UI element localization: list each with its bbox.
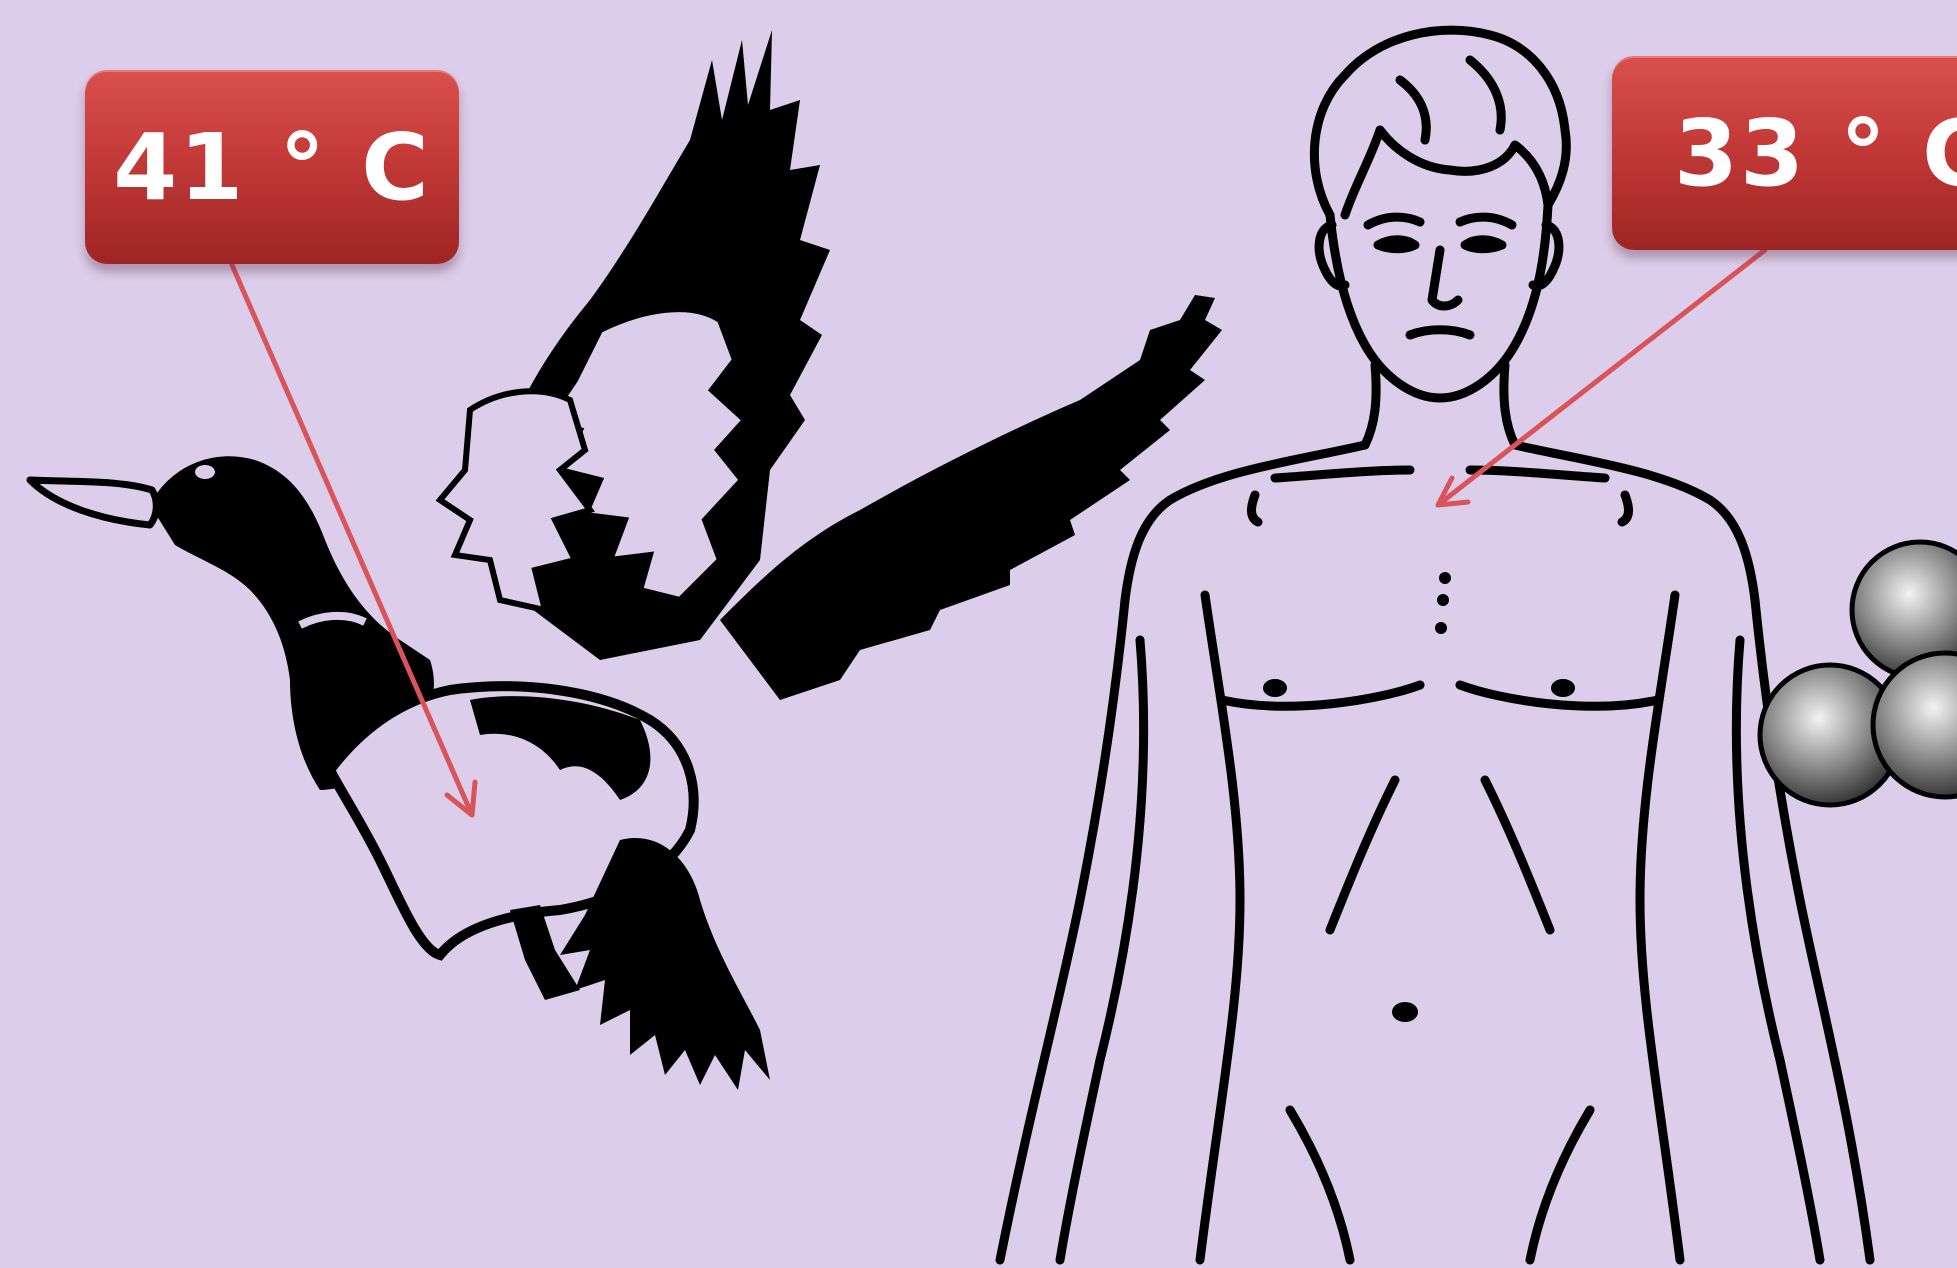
duck-beak — [30, 480, 156, 525]
human-neck-right — [1504, 365, 1515, 445]
human-temperature-text: 33 ° C — [1674, 100, 1957, 207]
human-groin-right — [1530, 1110, 1590, 1260]
human-abdomen-left — [1330, 780, 1395, 930]
human-hair — [1314, 30, 1566, 215]
human-eyebrow-left — [1368, 217, 1420, 225]
human-pectoral-left — [1222, 685, 1420, 706]
gray-cloud-illustration — [1760, 542, 1957, 805]
duck-temperature-text: 41 ° C — [113, 114, 431, 221]
human-temperature-label: 33 ° C — [1612, 56, 1957, 250]
duck-eye — [195, 465, 215, 479]
human-eyebrow-right — [1460, 217, 1512, 225]
human-nipple-left — [1263, 679, 1287, 697]
human-eye-right — [1465, 240, 1502, 249]
human-shoulder-right — [1515, 445, 1870, 1260]
human-sternum-dot-1 — [1439, 572, 1451, 584]
human-eye-left — [1378, 240, 1415, 249]
human-collarbone-right — [1470, 470, 1605, 478]
human-shoulder-notch-left — [1252, 495, 1258, 522]
human-torso-right — [1640, 595, 1680, 1260]
human-collarbone-left — [1275, 470, 1410, 478]
human-neck-left — [1365, 365, 1376, 445]
human-navel — [1392, 1002, 1418, 1022]
human-torso-left — [1200, 595, 1240, 1260]
human-abdomen-right — [1485, 780, 1550, 930]
human-nipple-right — [1551, 679, 1575, 697]
duck-temperature-label: 41 ° C — [85, 70, 459, 264]
human-nose — [1432, 250, 1458, 306]
human-groin-left — [1290, 1110, 1350, 1260]
human-mouth — [1410, 330, 1470, 335]
human-hair-strand-2 — [1470, 60, 1501, 130]
human-sternum-dot-3 — [1435, 622, 1447, 634]
human-sternum-dot-2 — [1437, 594, 1449, 606]
human-hair-strand — [1400, 80, 1426, 140]
human-torso-details — [1263, 572, 1575, 1022]
human-shoulder-notch-right — [1622, 495, 1628, 522]
